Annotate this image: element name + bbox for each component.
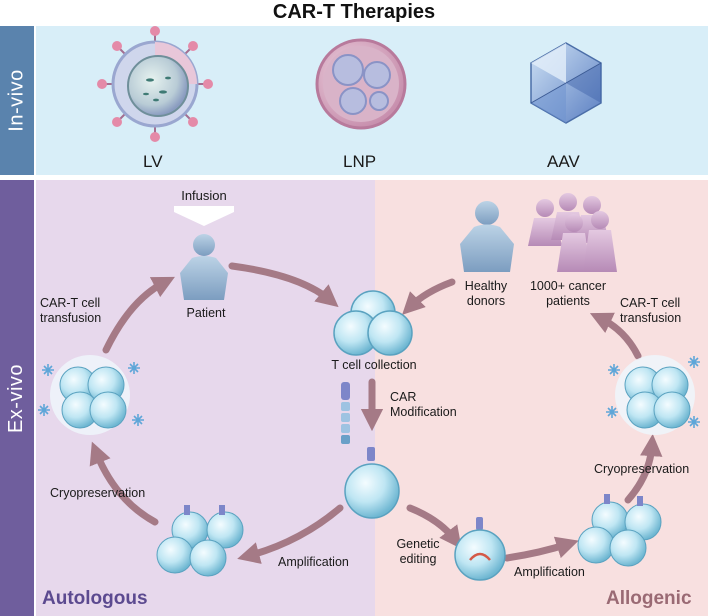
arrow-modification-to-amplification-left — [237, 504, 344, 564]
arrow-amplification-to-cryo-left — [89, 441, 159, 526]
arrow-cryo-to-transfusion-left — [102, 276, 175, 354]
arrow-cryo-to-transfusion-right — [589, 312, 642, 360]
car-construct-icon — [341, 382, 350, 444]
autologous-amplification-label: Amplification — [278, 555, 349, 569]
healthy-donor-figure — [460, 201, 514, 272]
arrow-donor-to-collection — [402, 278, 456, 315]
arrow-modification-to-editing — [406, 504, 462, 549]
t-cell-collection-label: T cell collection — [331, 358, 417, 372]
healthy-donors-label: Healthy donors — [464, 279, 508, 308]
car-modification-label: CAR Modification — [390, 390, 457, 419]
autologous-cryopreservation-label: Cryopreservation — [50, 486, 146, 500]
edited-cell — [454, 517, 506, 581]
diagram-title: CAR-T Therapies — [272, 1, 436, 23]
patient-label: Patient — [186, 306, 226, 320]
lentivirus-icon — [97, 26, 213, 142]
allogenic-amplification-label: Amplification — [514, 565, 585, 579]
cancer-patients-label: 1000+ cancer patients — [529, 279, 607, 308]
in-vivo-band: In-vivo — [0, 26, 34, 175]
allogenic-cryopreservation-label: Cryopreservation — [594, 462, 690, 476]
aav-capsid-icon — [530, 42, 602, 124]
lv-label: LV — [143, 152, 163, 171]
autologous-title: Autologous — [42, 588, 148, 609]
cancer-patients-figures — [528, 193, 617, 272]
allogenic-transfusion-label: CAR-T cell transfusion — [620, 296, 682, 325]
lnp-label: LNP — [343, 152, 377, 171]
genetic-editing-label: Genetic editing — [396, 537, 440, 566]
ex-vivo-band: Ex-vivo — [0, 180, 34, 616]
t-cell-collection-cells — [333, 290, 413, 356]
aav-label: AAV — [547, 152, 580, 171]
amplified-cells-left — [156, 505, 244, 577]
infusion-label: Infusion — [181, 188, 227, 203]
cryopreserved-cells-right — [606, 355, 700, 435]
arrow-editing-to-amplification-right — [503, 536, 579, 562]
arrow-amplification-to-cryo-right — [624, 433, 663, 504]
cryopreserved-cells-left — [38, 355, 144, 435]
infusion-arrow — [174, 206, 234, 226]
amplified-cells-right — [577, 494, 662, 567]
car-t-cell — [344, 447, 400, 519]
allogenic-title: Allogenic — [606, 588, 692, 609]
autologous-transfusion-label: CAR-T cell transfusion — [40, 296, 102, 325]
patient-figure — [180, 234, 228, 300]
lipid-nanoparticle-icon — [315, 38, 407, 130]
arrow-patient-to-collection — [228, 262, 339, 308]
